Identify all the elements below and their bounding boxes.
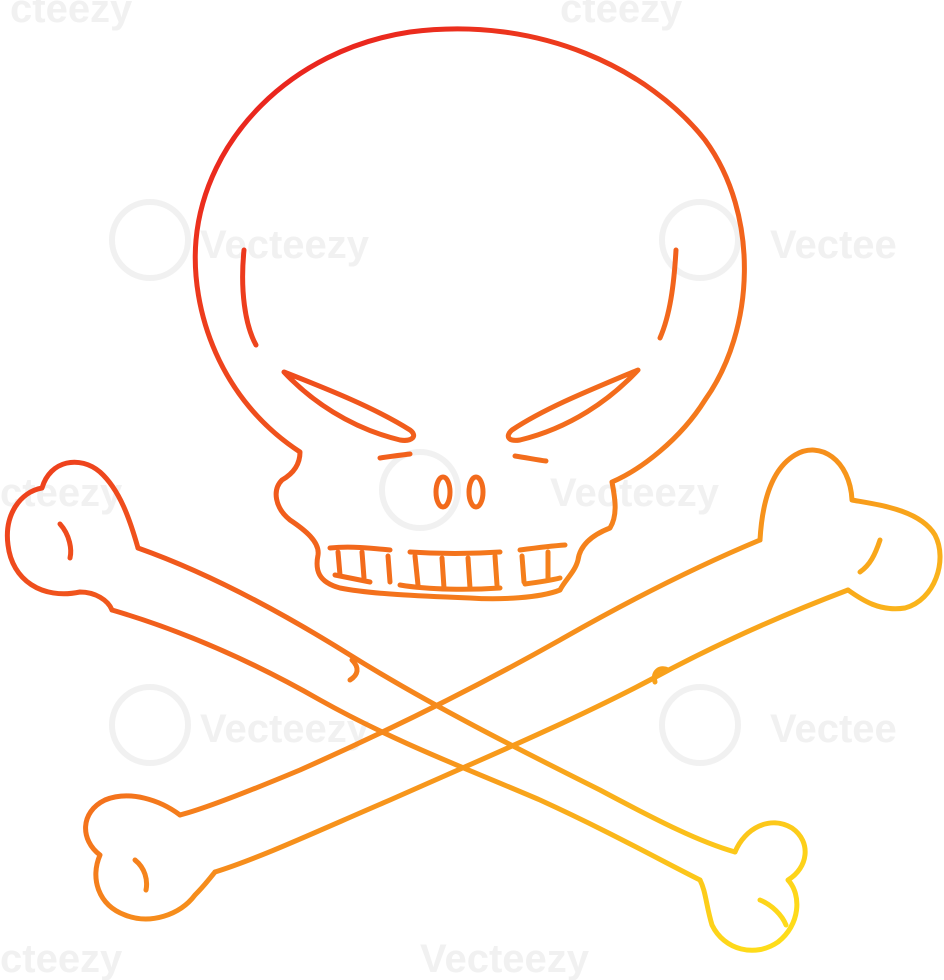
crossbone-left-to-right [4,459,808,953]
watermark-text: cteezy [560,0,683,31]
watermark-text: Vecteezy [200,223,370,267]
watermark-logo-icon [659,199,741,281]
watermark-text: Vectee [770,223,897,267]
watermark-logo-icon [659,684,741,766]
watermark-layer: cteezy cteezy Vecteezy Vectee cteezy Vec… [0,0,897,980]
crossbone-right-to-left [83,447,943,922]
right-cheek-highlight [657,247,679,341]
left-eye [281,369,417,443]
left-nostril [433,474,453,510]
watermark-text: Vecteezy [550,471,720,515]
right-nostril [466,474,486,510]
watermark-text: cteezy [0,471,123,515]
watermark-text: Vecteezy [420,937,590,980]
skull [192,26,747,602]
watermark-text: cteezy [0,937,123,980]
watermark-logo-icon [109,199,191,281]
watermark-logo-icon [109,684,191,766]
skull-outline [192,26,747,602]
watermark-text: Vectee [770,707,897,751]
watermark-logo-icon [379,449,461,531]
teeth [327,542,568,592]
watermark-text: cteezy [10,0,133,31]
left-cheek-highlight [240,247,259,348]
right-eye [505,367,641,443]
